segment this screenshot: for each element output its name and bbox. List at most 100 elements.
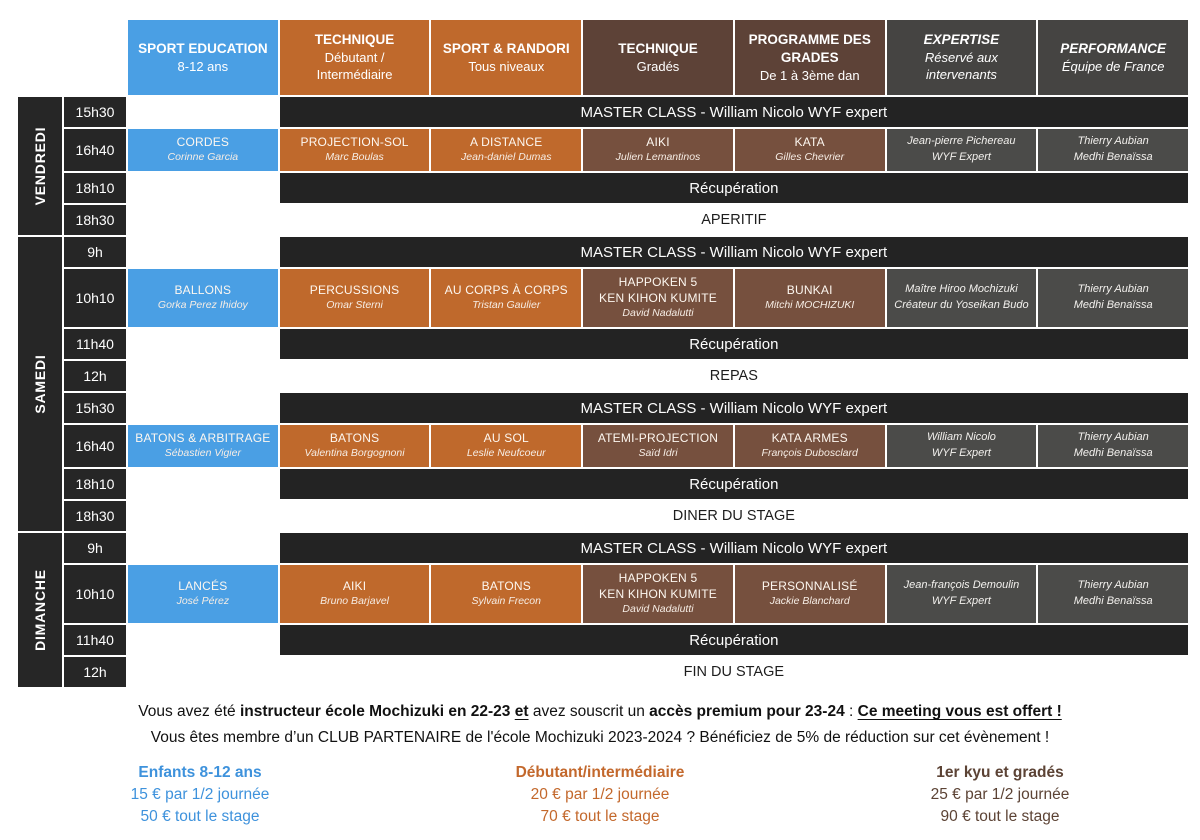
session-bar: Récupération: [279, 469, 1188, 499]
day-label-text: VENDREDI: [32, 126, 48, 206]
course-title: ATEMI-PROJECTION: [597, 430, 719, 445]
course-expert-line: Thierry Aubian: [1077, 283, 1149, 296]
course-title: AIKI: [646, 134, 670, 149]
pricing-title: Débutant/intermédiaire: [515, 764, 685, 781]
time-label: 12h: [64, 361, 126, 391]
course-title: A DISTANCE: [470, 134, 543, 149]
column-header-subtitle: Tous niveaux: [468, 58, 545, 74]
course-instructor: Gilles Chevrier: [775, 151, 845, 164]
course-cell: BATONS Valentina Borgognoni: [279, 425, 430, 467]
course-title: BATONS: [481, 578, 531, 593]
course-title: PROJECTION-SOL: [300, 134, 409, 149]
course-title: AU SOL: [483, 430, 529, 445]
column-header-subtitle: Équipe de France: [1061, 58, 1165, 74]
pricing-line: 90 € tout le stage: [940, 808, 1060, 825]
promo-line-1-segment: instructeur école Mochizuki en 22-23: [239, 703, 511, 720]
pricing-line: 15 € par 1/2 journée: [130, 786, 270, 803]
session-bar: Récupération: [279, 329, 1188, 359]
course-instructor: Mitchi MOCHIZUKI: [765, 299, 855, 312]
course-expert-line: Maître Hiroo Mochizuki: [905, 283, 1018, 296]
course-cell: PERSONNALISÉ Jackie Blanchard: [734, 565, 885, 623]
course-expert-line: Jean-pierre Pichereau: [907, 135, 1016, 148]
time-label: 10h10: [64, 565, 126, 623]
promo-line-1-segment: :: [844, 703, 858, 720]
column-header-subtitle: Réservé aux intervenants: [924, 50, 998, 83]
break-row: APERITIF: [279, 205, 1188, 235]
course-title: AU CORPS À CORPS: [444, 282, 568, 297]
day-label-text: SAMEDI: [32, 354, 48, 414]
course-instructor: Valentina Borgognoni: [304, 447, 405, 460]
time-label: 12h: [64, 657, 126, 687]
course-expert-line: Medhi Benaïssa: [1073, 151, 1153, 163]
course-cell: KATA ARMES François Dubosclard: [734, 425, 885, 467]
column-header-subtitle: 8-12 ans: [177, 58, 229, 74]
time-label: 15h30: [64, 393, 126, 423]
time-label: 9h: [64, 237, 126, 267]
promo-line-1-segment: accès premium pour 23-24: [649, 703, 845, 720]
day-label-text: DIMANCHE: [32, 569, 48, 651]
column-header-title: TECHNIQUE: [618, 41, 698, 57]
course-cell: KATA Gilles Chevrier: [734, 129, 885, 171]
course-title: BATONS & ARBITRAGE: [135, 430, 271, 445]
course-title: KATA: [794, 134, 825, 149]
course-instructor: Sylvain Frecon: [471, 595, 541, 608]
column-header-subtitle: Débutant / Intermédiaire: [316, 50, 393, 83]
time-label: 11h40: [64, 625, 126, 655]
promo-line-1-segment: Vous avez été: [138, 703, 240, 720]
course-instructor: François Dubosclard: [761, 447, 858, 460]
time-label: 18h30: [64, 501, 126, 531]
course-title: KATA ARMES: [771, 430, 848, 445]
course-expert-line: Medhi Benaïssa: [1073, 595, 1153, 607]
course-title: BUNKAI: [786, 282, 833, 297]
pricing-line: 50 € tout le stage: [140, 808, 260, 825]
course-cell: BUNKAI Mitchi MOCHIZUKI: [734, 269, 885, 327]
break-row: REPAS: [279, 361, 1188, 391]
course-instructor: Sébastien Vigier: [164, 447, 241, 460]
course-title: KEN KIHON KUMITE: [599, 586, 717, 601]
course-instructor: Gorka Perez Ihidoy: [157, 299, 248, 312]
course-expert-line: WYF Expert: [931, 595, 991, 607]
column-header-title: PERFORMANCE: [1060, 41, 1167, 57]
time-label: 9h: [64, 533, 126, 563]
column-header-title: SPORT & RANDORI: [442, 41, 570, 57]
course-cell: BATONS Sylvain Frecon: [431, 565, 582, 623]
time-label: 11h40: [64, 329, 126, 359]
column-header-title: PROGRAMME DES GRADES: [748, 32, 871, 65]
time-label: 16h40: [64, 129, 126, 171]
time-label: 18h10: [64, 173, 126, 203]
column-header-title: SPORT EDUCATION: [138, 41, 268, 57]
course-cell: ATEMI-PROJECTION Saïd Idri: [583, 425, 733, 467]
course-title: PERSONNALISÉ: [761, 578, 858, 593]
course-title: BATONS: [329, 430, 380, 445]
course-expert-line: WYF Expert: [931, 447, 991, 459]
course-expert-line: Thierry Aubian: [1077, 135, 1149, 148]
break-row: DINER DU STAGE: [279, 501, 1188, 531]
course-expert-line: Jean-françois Demoulin: [903, 579, 1020, 592]
course-instructor: Saïd Idri: [638, 447, 678, 460]
day-label: SAMEDI: [18, 237, 62, 531]
course-instructor: Jackie Blanchard: [769, 595, 850, 608]
course-expert-line: Medhi Benaïssa: [1073, 299, 1153, 311]
course-instructor: David Nadalutti: [622, 603, 694, 616]
promo-line-2: Vous êtes membre d’un CLUB PARTENAIRE de…: [150, 729, 1050, 746]
pricing-line: 70 € tout le stage: [540, 808, 660, 825]
